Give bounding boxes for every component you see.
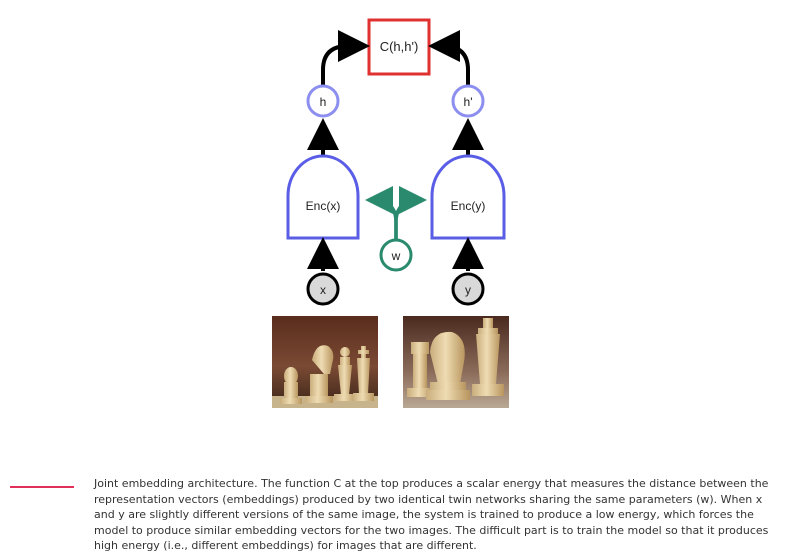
weights-label: w (391, 249, 401, 263)
caption-accent-rule (10, 486, 74, 488)
cost-node: C(h,h') (367, 18, 431, 76)
cost-label: C(h,h') (380, 39, 419, 54)
figure-caption: Joint embedding architecture. The functi… (94, 477, 769, 553)
weights-arrow-to-ency (394, 186, 427, 240)
weights-node: w (379, 238, 413, 272)
latent-h-label: h (320, 95, 327, 109)
encoder-x-node: Enc(x) (286, 154, 360, 240)
input-y-node: y (451, 272, 485, 306)
input-x-node: x (306, 272, 340, 306)
input-image-x (272, 316, 378, 408)
weights-arrow-to-encx (365, 186, 398, 240)
joint-embedding-diagram: C(h,h') h h' Enc(x) Enc(y) w x y (272, 18, 509, 408)
latent-h-node: h (306, 84, 340, 118)
encoder-y-label: Enc(y) (451, 199, 486, 213)
input-y-label: y (465, 283, 471, 297)
arrow-h-to-cost (321, 30, 370, 86)
arrow-hprime-to-cost (428, 30, 470, 86)
input-x-label: x (320, 283, 326, 297)
latent-hprime-label: h' (464, 95, 473, 109)
encoder-y-node: Enc(y) (430, 154, 506, 240)
input-image-y (403, 316, 509, 408)
latent-hprime-node: h' (451, 84, 485, 118)
encoder-x-label: Enc(x) (306, 199, 341, 213)
